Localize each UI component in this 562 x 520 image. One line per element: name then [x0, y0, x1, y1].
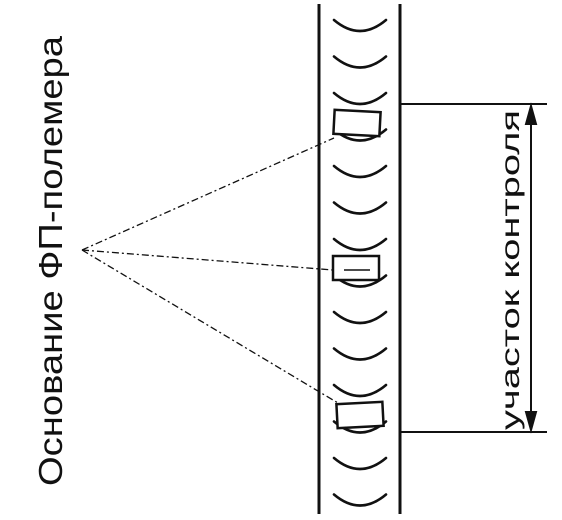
strip-arc — [332, 91, 388, 106]
base-label: Основание ФП-полемера — [32, 35, 69, 486]
control-section-dimension — [400, 102, 547, 434]
strip-arc — [332, 55, 388, 69]
pointer-line-bottom — [81, 249, 339, 404]
pointer-line-middle — [81, 249, 334, 271]
middle-marker — [331, 254, 381, 282]
strip-arc — [332, 347, 388, 361]
strip-arc — [332, 456, 388, 471]
top-marker — [332, 108, 382, 138]
pointer-line-top — [81, 137, 335, 251]
strip-arc — [332, 493, 388, 507]
strip-arc — [332, 201, 388, 215]
strip-arc — [332, 237, 388, 252]
strip-arc — [332, 310, 388, 325]
strip-arc — [332, 383, 388, 398]
strip-arc — [332, 18, 388, 33]
control-section-label: участок контроля — [495, 110, 525, 430]
pointer-lines — [81, 137, 339, 404]
bottom-marker — [335, 400, 385, 430]
dimension-arrowhead-bottom — [524, 411, 538, 434]
strip-arc — [332, 164, 388, 179]
dimension-arrowhead-top — [524, 102, 538, 125]
